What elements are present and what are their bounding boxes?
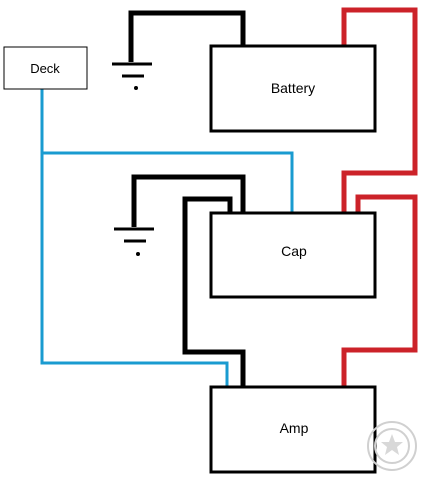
ground-symbol-icon xyxy=(112,62,152,90)
remote-wires xyxy=(40,89,294,387)
ground-wire-cap xyxy=(131,174,246,227)
cap-box: Cap xyxy=(209,211,377,299)
power-wire-battery-to-cap xyxy=(341,7,418,213)
remote-wire-deck-to-amp xyxy=(40,89,229,387)
ground-wire-cap-to-amp xyxy=(182,196,246,387)
amp-box: Amp xyxy=(209,385,377,474)
power-wire-cap-to-amp xyxy=(341,194,418,387)
amp-label: Amp xyxy=(280,420,309,436)
watermark-seal-icon xyxy=(367,421,417,471)
power-wires xyxy=(341,7,418,387)
remote-wire-deck-to-cap xyxy=(42,151,294,213)
ground-symbol-icon xyxy=(114,227,154,256)
battery-box: Battery xyxy=(209,44,377,133)
battery-label: Battery xyxy=(271,80,315,96)
cap-label: Cap xyxy=(281,243,307,259)
deck-box: Deck xyxy=(3,46,88,90)
ground-wire-battery xyxy=(128,10,246,62)
ground-wires xyxy=(128,10,246,387)
deck-label: Deck xyxy=(30,61,60,76)
